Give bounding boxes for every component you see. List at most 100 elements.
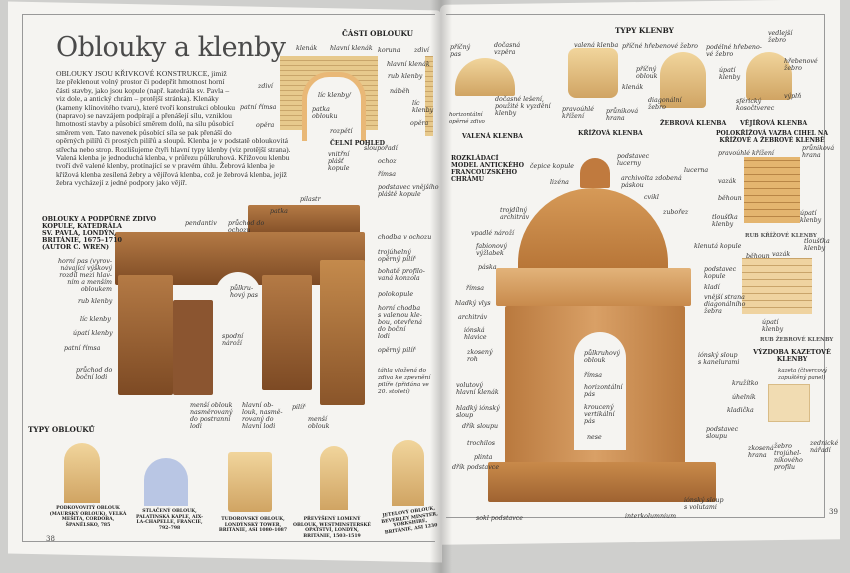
arch-type-caption: STLAČENÝ OBLOUK, PALATINSKÁ KAPLE, AIX-L… bbox=[135, 509, 204, 531]
label: rub klenby bbox=[78, 298, 113, 305]
label: vazák bbox=[718, 178, 737, 185]
label: úpatí klenby bbox=[762, 319, 784, 333]
label: rozpětí bbox=[330, 128, 353, 135]
label: podstavec kopule bbox=[704, 266, 737, 280]
label: hřebenové žebro bbox=[784, 58, 818, 72]
label: iónská hlavice bbox=[464, 327, 487, 341]
arch-type-caption: PŘEVÝŠENÝ LOMENÝ OBLOUK, WESTMINSTERSKÉ … bbox=[292, 517, 371, 539]
label: podstavec lucerny bbox=[617, 153, 650, 167]
label: zdiví bbox=[414, 47, 429, 54]
label: vnější strana diagonálního žebra bbox=[704, 294, 746, 315]
label: klenák bbox=[296, 45, 318, 52]
label: klenák bbox=[622, 84, 644, 91]
label: horizontální pás bbox=[584, 384, 623, 398]
label: podstavec vnějšího pláště kopule bbox=[378, 184, 439, 198]
label: průniková hrana bbox=[802, 145, 835, 159]
label: fabionový výžlabek bbox=[476, 243, 507, 257]
label: architráv bbox=[458, 314, 488, 321]
intro-text: OBLOUKY JSOU KŘIVKOVÉ KONSTRUKCE, jimiž … bbox=[56, 69, 291, 188]
label: chodba v ochozu bbox=[378, 234, 432, 241]
label: pravoúhlé křížení bbox=[562, 106, 594, 120]
label: táhla vložená do zdiva ke zpevnění pilíř… bbox=[378, 368, 431, 395]
right-page-frame bbox=[446, 14, 825, 518]
label: sférický kosočtverec bbox=[736, 98, 775, 112]
label: páska bbox=[478, 264, 497, 271]
label: podélné hřebeno- vé žebro bbox=[706, 44, 762, 58]
label: dočasné lešení, použité k vyzdění klenby bbox=[495, 96, 551, 117]
label: cvikl bbox=[644, 194, 659, 201]
label: líc klenby/ bbox=[318, 92, 351, 99]
label: úpatí klenby bbox=[800, 210, 822, 224]
label: pilastr bbox=[300, 196, 321, 203]
label: opěra bbox=[256, 122, 275, 129]
label: běhoun bbox=[746, 253, 770, 260]
arch-types-heading: TYPY OBLOUKŮ bbox=[28, 425, 95, 434]
label: příčný oblouk bbox=[636, 66, 658, 80]
label: interkolumnium bbox=[625, 513, 677, 520]
label: nese bbox=[587, 434, 602, 441]
label: římsa bbox=[378, 171, 396, 178]
label: patní římsa bbox=[240, 104, 277, 111]
label: menší oblouk bbox=[308, 416, 330, 430]
label: čepice kopule bbox=[530, 163, 574, 170]
label: horní chodba s valenou kle- bou, otevřen… bbox=[378, 305, 423, 340]
label: zubořez bbox=[663, 209, 689, 216]
brick-heading: POLOKŘÍŽOVÁ VAZBA CIHEL NA KŘÍŽOVÉ A ŽEB… bbox=[716, 130, 828, 144]
label: náběh bbox=[390, 88, 410, 95]
label: klenutá kopule bbox=[694, 243, 742, 250]
label: iónský sloup s kanelurami bbox=[698, 352, 740, 366]
vault-caption: VĚJÍŘOVÁ KLENBA bbox=[740, 120, 808, 127]
label: vedlejší žebro bbox=[768, 30, 793, 44]
label: průchod do boční lodi bbox=[76, 367, 113, 381]
vault-caption: VALENÁ KLENBA bbox=[462, 133, 523, 140]
arch-type-caption: TUDOROVSKÝ OBLOUK, LONDÝNSKÝ TOWER, BRIT… bbox=[218, 517, 288, 533]
vault-caption: ŽEBROVÁ KLENBA bbox=[660, 120, 727, 127]
label: kroucený vertikální pás bbox=[584, 404, 615, 425]
label: tloušťka klenby bbox=[804, 238, 830, 252]
label: opěrný pilíř bbox=[378, 347, 416, 354]
label: volutový hlavní klenák bbox=[456, 382, 499, 396]
page-number-left: 38 bbox=[46, 535, 55, 543]
label: výplň bbox=[784, 93, 802, 100]
label: menší oblouk nasměrovaný do postranní lo… bbox=[190, 402, 233, 430]
label: archivolta zdobená páskou bbox=[621, 175, 682, 189]
label: tloušťka klenby bbox=[712, 214, 738, 228]
label: horní pas (vyrov- návající výškový rozdí… bbox=[58, 258, 113, 293]
vault-heading: TYPY KLENBY bbox=[615, 26, 674, 35]
label: pravoúhlé křížení bbox=[718, 150, 774, 157]
label: hladký vlys bbox=[455, 300, 491, 307]
label: dřík podstavce bbox=[452, 464, 500, 471]
book-gutter bbox=[430, 0, 452, 573]
label: průniková hrana bbox=[606, 108, 639, 122]
page-number-right: 39 bbox=[829, 508, 838, 516]
label: trojúhelný opěrný pilíř bbox=[378, 249, 416, 263]
label: sloupořadí bbox=[364, 145, 398, 152]
label: zkosený roh bbox=[467, 349, 493, 363]
label: úpatí klenby bbox=[73, 330, 113, 337]
label: diagonální žebro bbox=[648, 97, 682, 111]
label: trochilos bbox=[467, 440, 495, 447]
parts-caption: ČELNÍ POHLED bbox=[330, 140, 386, 147]
label: běhoun bbox=[718, 195, 742, 202]
label: plinta bbox=[474, 454, 493, 461]
label: podstavec sloupu bbox=[706, 426, 739, 440]
label: lucerna bbox=[684, 167, 709, 174]
label: horizontální opěrné zdivo bbox=[449, 112, 485, 125]
label: trojdílný architráv bbox=[500, 207, 530, 221]
label: kladí bbox=[704, 284, 720, 291]
label: polokopule bbox=[378, 291, 414, 298]
label: pendantiv bbox=[185, 220, 217, 227]
label: úpatí klenby bbox=[719, 67, 741, 81]
label: patní římsa bbox=[64, 345, 101, 352]
label: vnitřní plášť kopule bbox=[328, 151, 350, 172]
label: římsa bbox=[584, 372, 602, 379]
label: průchod do ochozu bbox=[228, 220, 265, 234]
model-heading: OBLOUKY A PODPŮRNÉ ZDIVO KOPULE, KATEDRÁ… bbox=[42, 215, 157, 251]
label: kladička bbox=[727, 407, 754, 414]
label: hlavní klenák bbox=[387, 61, 430, 68]
label: hladký iónský sloup bbox=[456, 405, 500, 419]
label: příčné hřebenové žebro bbox=[622, 43, 698, 50]
label: dočasná vzpěra bbox=[494, 42, 521, 56]
label: kazeta (čtvercový zapuštěný panel) bbox=[778, 368, 828, 381]
arch-type-caption: PODKOVOVITÝ OBLOUK (MAURSKÝ OBLOUK), VEL… bbox=[49, 506, 127, 528]
